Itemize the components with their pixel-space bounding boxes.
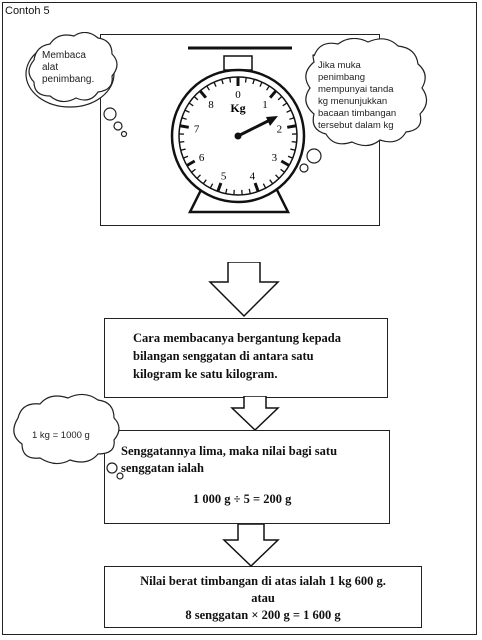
dial-major-tick [216,182,223,192]
cloud-right-line: mempunyai tanda [318,84,394,95]
dial-minor-tick [280,168,285,173]
answer-line-2: atau [251,591,275,605]
dial-minor-tick [209,183,214,189]
dial-number: 4 [250,170,256,182]
box1-line: bilangan senggatan di antara satu [133,349,314,363]
dial-minor-tick [266,85,270,91]
dial-minor-tick [213,81,217,87]
example-label: Contoh 5 [5,5,50,17]
thought-cloud-left [25,32,128,138]
page-border [2,2,477,635]
answer-line-1: Nilai berat timbangan di atas ialah 1 kg… [140,574,386,588]
dial-minor-tick [184,109,190,113]
dial-minor-tick [180,148,186,151]
weighing-scale: 0 1 2 3 4 5 6 7 8 Kg [170,46,306,214]
dial-minor-tick [259,81,263,87]
cloud-right-text: Jika muka penimbang mempunyai tanda kg m… [318,60,430,132]
cloud-right-line: penimbang [318,72,366,83]
dial-major-tick [186,159,196,167]
dial-minor-tick [188,102,194,107]
dial-major-tick [280,159,290,167]
down-arrow-3 [222,524,280,568]
dial-number: 8 [208,99,214,111]
dial-minor-tick [248,188,251,194]
scale-hook [223,55,253,71]
dial-minor-tick [275,174,280,179]
answer-line-3: 8 senggatan × 200 g = 1 600 g [185,608,341,622]
down-arrow-1 [208,262,280,318]
cloud-right-line: kg menunjukkan [318,96,388,107]
dial-minor-tick [289,117,295,120]
cloud-right-line: tersebut dalam kg [318,120,394,131]
dial-major-tick [253,182,260,192]
dial-major-tick [179,124,190,129]
cloud-right-line: Jika muka [318,60,361,71]
dial-minor-tick [282,102,288,107]
dial-minor-tick [291,140,297,143]
dial-minor-tick [196,174,201,179]
dial-number: 6 [199,152,205,164]
cloud-right-line: bacaan timbangan [318,108,397,119]
dial-minor-tick [269,179,274,185]
scale-unit-label: Kg [230,101,245,115]
box2-equation: 1 000 g ÷ 5 = 200 g [193,492,292,506]
dial-minor-tick [202,179,207,185]
box1-line: kilogram ke satu kilogram. [133,367,278,381]
dial-minor-tick [252,79,255,85]
dial-number: 7 [194,124,200,136]
thought-cloud-small [13,393,124,480]
dial-minor-tick [191,168,196,173]
dial-minor-tick [179,140,185,143]
dial-minor-tick [262,183,267,189]
cloud-left-text: Membaca alat penimbang. [42,50,108,86]
box2-line: senggatan ialah [121,461,205,475]
dial-number: 5 [221,170,227,182]
box1-line: Cara membacanya bergantung kepada [133,331,341,345]
explanation-box-2: Senggatannya lima, maka nilai bagi satu … [104,430,390,524]
dial-number: 1 [262,99,268,111]
dial-major-tick [286,124,297,129]
dial-number: 2 [277,124,283,136]
cloud-left-line: Membaca [42,50,86,61]
dial-minor-tick [287,155,293,159]
dial-minor-tick [286,109,292,113]
dial-minor-tick [181,117,187,120]
cloud-left-line: penimbang. [42,74,95,85]
dial-number: 0 [235,89,241,101]
dial-minor-tick [225,188,228,194]
explanation-box-1: Cara membacanya bergantung kepada bilang… [104,318,388,398]
dial-minor-tick [290,148,296,151]
dial-minor-tick [244,77,247,83]
dial-minor-tick [229,77,232,83]
dial-minor-tick [193,96,199,101]
cloud-left-line: alat [42,62,59,73]
dial-minor-tick [277,96,283,101]
dial-number: 3 [272,152,278,164]
thought-cloud-right [299,38,428,173]
scale-needle-tip [266,116,278,126]
cloud-small-text: 1 kg = 1000 g [32,430,90,441]
dial-minor-tick [183,155,189,159]
dial-minor-tick [206,85,210,91]
box2-line: Senggatannya lima, maka nilai bagi satu [121,444,338,458]
dial-major-tick [198,89,208,99]
answer-box: Nilai berat timbangan di atas ialah 1 kg… [104,566,422,628]
dial-minor-tick [221,79,224,85]
dial-major-tick [268,89,278,99]
scale-needle-hub [234,132,242,140]
down-arrow-2 [230,396,280,432]
